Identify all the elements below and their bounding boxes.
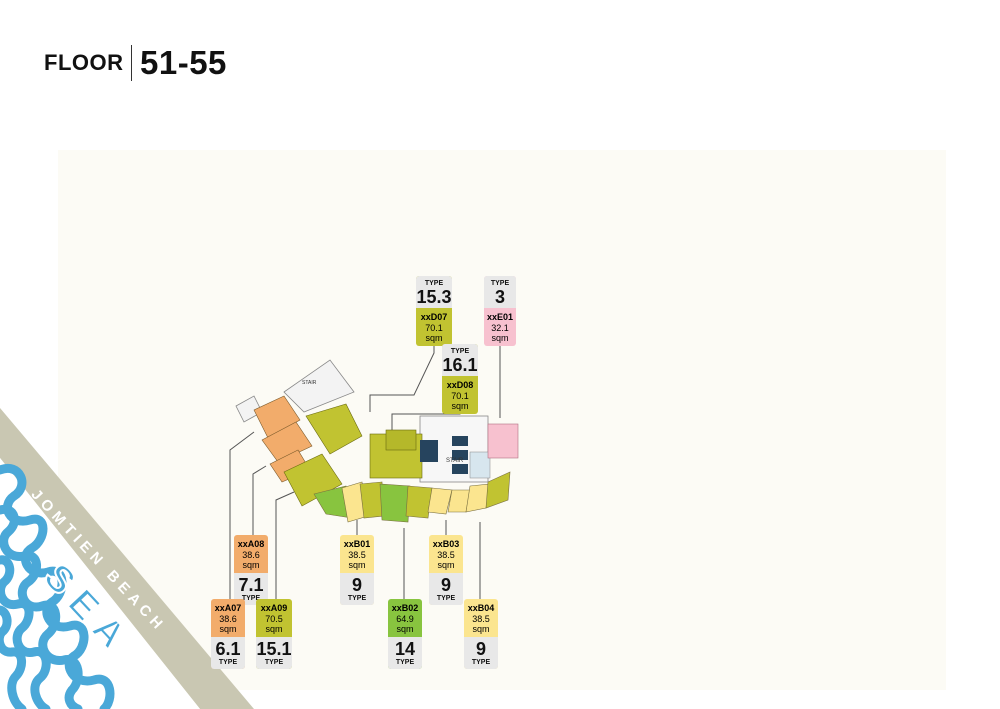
area-unit: sqm [219, 624, 237, 634]
type-number: 15.3 [416, 287, 452, 308]
unit-code: xxD07 [420, 312, 448, 322]
type-number: 3 [484, 288, 516, 308]
unit-tag-xxD07[interactable]: TYPE 15.3 xxD07 70.1 sqm [416, 276, 452, 346]
unit-code: xxA09 [260, 603, 288, 613]
type-label: TYPE [464, 658, 498, 669]
area-unit: sqm [437, 560, 455, 570]
leader-lines [229, 338, 501, 600]
unit-area: 38.6 [242, 550, 260, 560]
unit-tag-xxB01[interactable]: xxB01 38.5 sqm 9 TYPE [340, 535, 374, 605]
unit-tag-xxB03[interactable]: xxB03 38.5 sqm 9 TYPE [429, 535, 463, 605]
type-number: 9 [340, 573, 374, 594]
unit-code: xxB03 [432, 539, 460, 549]
west-wing-units [253, 395, 313, 483]
type-label: TYPE [388, 658, 422, 669]
unit-tag-xxE01[interactable]: TYPE 3 xxE01 32.1 sqm [484, 276, 516, 346]
unit-tag-xxB04[interactable]: xxB04 38.5 sqm 9 TYPE [464, 599, 498, 669]
type-number: 16.1 [442, 355, 478, 376]
area-unit: sqm [472, 624, 490, 634]
floor-label: FLOOR [44, 50, 124, 75]
area-unit: sqm [396, 624, 414, 634]
unit-tag-xxA07[interactable]: xxA07 38.6 sqm 6.1 TYPE [211, 599, 245, 669]
type-number: 9 [429, 573, 463, 594]
unit-area: 70.1 [425, 323, 443, 333]
type-number: 9 [464, 637, 498, 658]
unit-tag-xxD08[interactable]: TYPE 16.1 xxD08 70.1 sqm [442, 344, 478, 414]
olive-units [283, 403, 423, 507]
area-unit: sqm [265, 624, 283, 634]
unit-tag-xxB02[interactable]: xxB02 64.9 sqm 14 TYPE [388, 599, 422, 669]
unit-code: xxB01 [343, 539, 371, 549]
unit-code: xxA08 [237, 539, 265, 549]
unit-code: xxE01 [486, 312, 514, 322]
unit-tag-xxA08[interactable]: xxA08 38.6 sqm 7.1 TYPE [234, 535, 268, 605]
type-number: 15.1 [256, 637, 292, 659]
floor-title: FLOOR 51-55 [44, 44, 227, 82]
type-label: TYPE [442, 344, 478, 356]
unit-area: 38.5 [348, 550, 366, 560]
south-wing-units [313, 471, 511, 523]
unit-code: xxB04 [467, 603, 495, 613]
area-unit: sqm [425, 333, 443, 343]
area-unit: sqm [242, 560, 260, 570]
area-unit: sqm [451, 401, 469, 411]
lift-core [420, 436, 491, 479]
pink-unit [487, 423, 519, 459]
area-unit: sqm [348, 560, 366, 570]
unit-area: 64.9 [396, 614, 414, 624]
stair-label-2: STAIR [302, 380, 317, 386]
unit-tag-xxA09[interactable]: xxA09 70.5 sqm 15.1 TYPE [256, 599, 292, 669]
unit-code: xxB02 [391, 603, 419, 613]
unit-area: 38.5 [472, 614, 490, 624]
floor-range: 51-55 [140, 44, 227, 81]
stair-label-1: STAIR [446, 458, 464, 464]
type-number: 14 [388, 637, 422, 658]
title-divider [130, 45, 132, 81]
unit-code: xxA07 [214, 603, 242, 613]
unit-code: xxD08 [446, 380, 474, 390]
unit-area: 38.5 [437, 550, 455, 560]
type-number: 7.1 [234, 573, 268, 594]
type-label: TYPE [484, 276, 516, 288]
type-label: TYPE [234, 594, 268, 605]
unit-area: 70.5 [265, 614, 283, 624]
unit-area: 32.1 [491, 323, 509, 333]
type-label: TYPE [211, 658, 245, 669]
type-label: TYPE [340, 594, 374, 605]
type-label: TYPE [416, 276, 452, 288]
unit-area: 70.1 [451, 391, 469, 401]
type-label: TYPE [429, 594, 463, 605]
area-unit: sqm [491, 333, 509, 343]
unit-area: 38.6 [219, 614, 237, 624]
type-number: 6.1 [211, 637, 245, 658]
type-label: TYPE [256, 658, 292, 669]
